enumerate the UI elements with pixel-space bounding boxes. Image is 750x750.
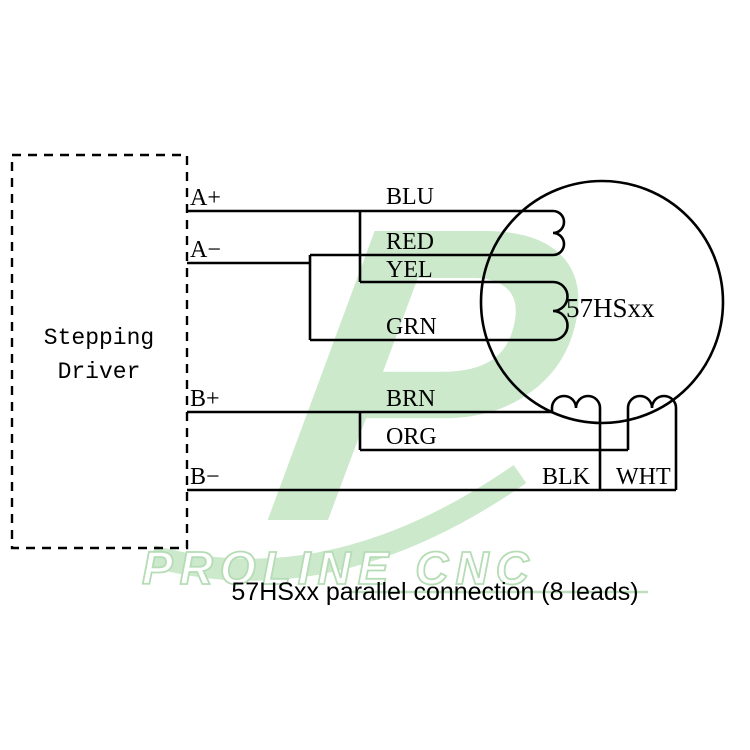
stepping-driver-box: [10, 153, 189, 550]
proline-watermark: P PROLINE CNC: [141, 140, 648, 609]
coil-b2: [626, 394, 678, 450]
coil-a1: [552, 209, 566, 257]
stepping-driver-label-line1: Stepping: [44, 325, 154, 351]
watermark-swoosh: [149, 464, 527, 581]
coil-a2: [552, 280, 569, 342]
watermark-brand-text: PROLINE CNC: [142, 542, 536, 594]
terminal-b-minus-label: B−: [190, 464, 220, 490]
diagram-caption: 57HSxx parallel connection (8 leads): [231, 578, 638, 606]
wire-label-red: RED: [386, 229, 434, 255]
motor-model-label: 57HSxx: [566, 293, 655, 323]
terminal-a-plus-label: A+: [190, 185, 221, 211]
terminal-a-minus-label: A−: [190, 237, 221, 263]
wire-label-blu: BLU: [386, 184, 434, 210]
terminal-b-plus-label: B+: [190, 386, 220, 412]
wire-label-grn: GRN: [386, 314, 437, 340]
wire-label-wht: WHT: [616, 464, 671, 490]
wire-label-yel: YEL: [386, 257, 433, 283]
coil-b1: [550, 394, 602, 412]
wire-label-brn: BRN: [386, 386, 435, 412]
wire-label-blk: BLK: [542, 464, 591, 490]
motor-body-circle: [479, 179, 725, 425]
stepping-driver-label-line2: Driver: [58, 359, 141, 385]
wire-label-org: ORG: [386, 424, 437, 450]
